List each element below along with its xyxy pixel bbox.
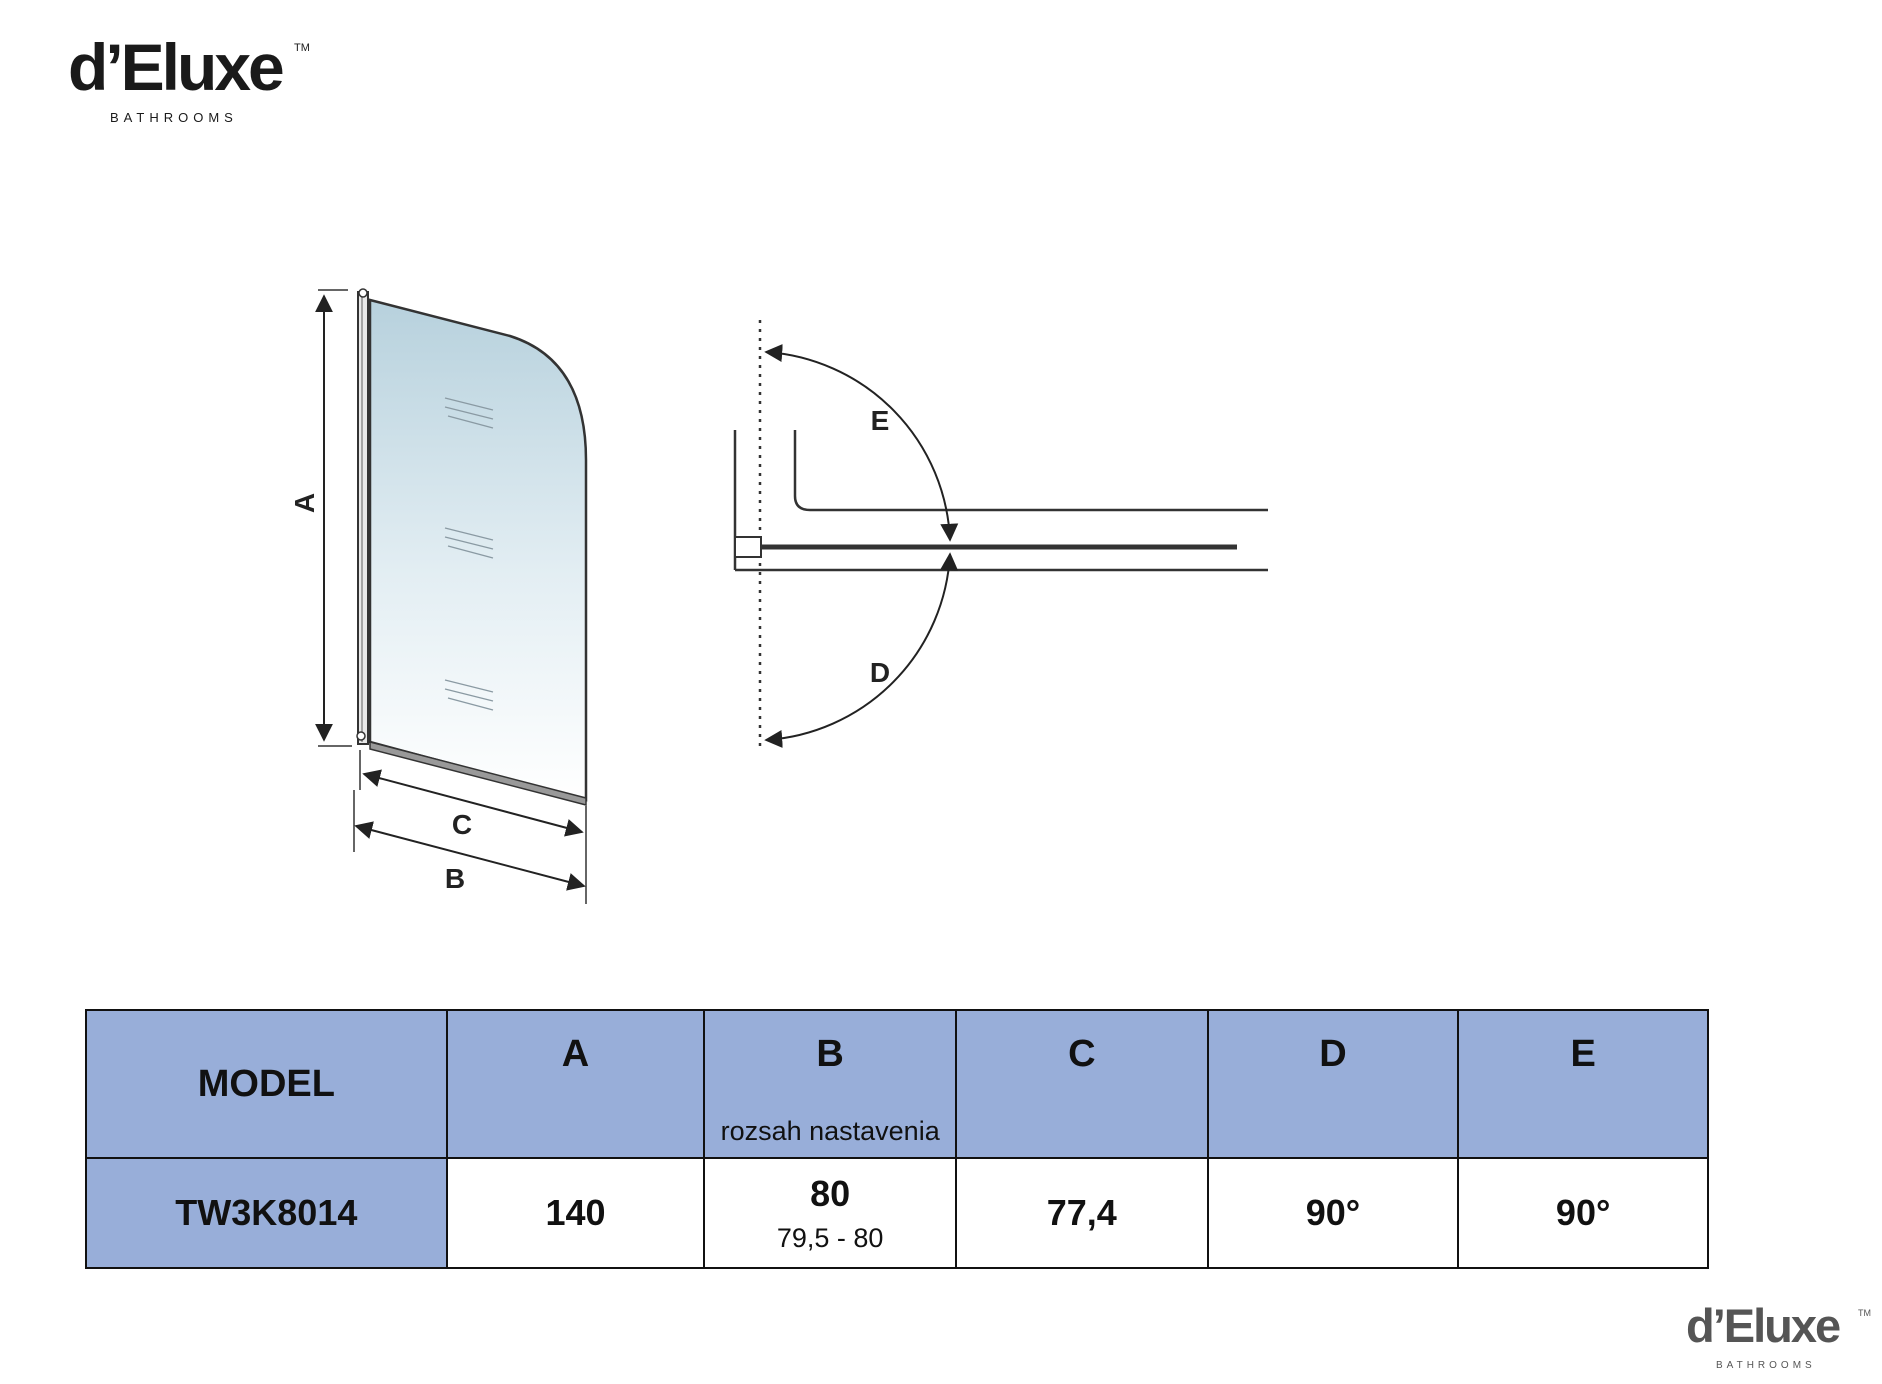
brand-logo-bottom: d’Eluxe TM BATHROOMS — [1686, 1302, 1876, 1380]
cell-e: 90° — [1457, 1157, 1709, 1269]
header-c: C — [954, 1009, 1209, 1159]
brand-tagline: BATHROOMS — [1716, 1360, 1816, 1371]
header-model-label: MODEL — [197, 1062, 335, 1105]
header-a: A — [445, 1009, 706, 1159]
panel-front-view — [356, 288, 588, 806]
panel-top-view: E D — [733, 320, 1268, 748]
cell-model: TW3K8014 — [85, 1157, 448, 1269]
hinge-top — [358, 288, 368, 298]
value-e: 90° — [1555, 1192, 1611, 1233]
label-b: B — [445, 863, 465, 894]
brand-trademark: TM — [1858, 1308, 1871, 1318]
label-a: A — [289, 493, 320, 513]
label-c: C — [452, 809, 472, 840]
value-d: 90° — [1305, 1192, 1361, 1233]
header-b-label: B — [816, 1033, 844, 1075]
brand-name: d’Eluxe — [1686, 1299, 1841, 1352]
label-d: D — [870, 657, 890, 688]
dimension-a: A — [289, 289, 352, 747]
value-model: TW3K8014 — [175, 1192, 358, 1233]
wall-profile — [357, 291, 369, 745]
header-c-label: C — [1068, 1033, 1096, 1075]
header-e: E — [1457, 1009, 1709, 1159]
value-c: 77,4 — [1046, 1192, 1117, 1233]
value-b: 80 — [810, 1172, 851, 1214]
bathtub-rim-inner — [793, 430, 1268, 512]
brand-logo-top: d’Eluxe TM BATHROOMS — [68, 34, 328, 134]
hinge-bottom — [356, 731, 366, 741]
brand-tagline: BATHROOMS — [110, 110, 238, 125]
header-model: MODEL — [85, 1009, 448, 1159]
header-d-label: D — [1319, 1033, 1347, 1075]
arc-e — [764, 344, 959, 542]
value-a: 140 — [545, 1192, 606, 1233]
brand-trademark: TM — [294, 42, 310, 54]
dimension-b: B — [353, 790, 587, 904]
cell-c: 77,4 — [954, 1157, 1209, 1269]
cell-d: 90° — [1206, 1157, 1460, 1269]
cell-b: 80 79,5 - 80 — [703, 1157, 957, 1269]
table-row: TW3K8014 140 80 79,5 - 80 77,4 90° 90° — [85, 1157, 1709, 1269]
label-e: E — [871, 405, 890, 436]
glass-panel — [368, 298, 588, 802]
header-b-sublabel: rozsah nastavenia — [720, 1116, 940, 1146]
header-a-label: A — [561, 1033, 590, 1075]
cell-a: 140 — [445, 1157, 706, 1269]
value-b-range: 79,5 - 80 — [776, 1222, 884, 1253]
header-d: D — [1206, 1009, 1460, 1159]
glass-etching — [444, 397, 494, 711]
arc-d — [764, 552, 959, 748]
wall-profile-top — [734, 536, 762, 558]
brand-name: d’Eluxe — [68, 30, 285, 104]
header-e-label: E — [1570, 1033, 1596, 1075]
